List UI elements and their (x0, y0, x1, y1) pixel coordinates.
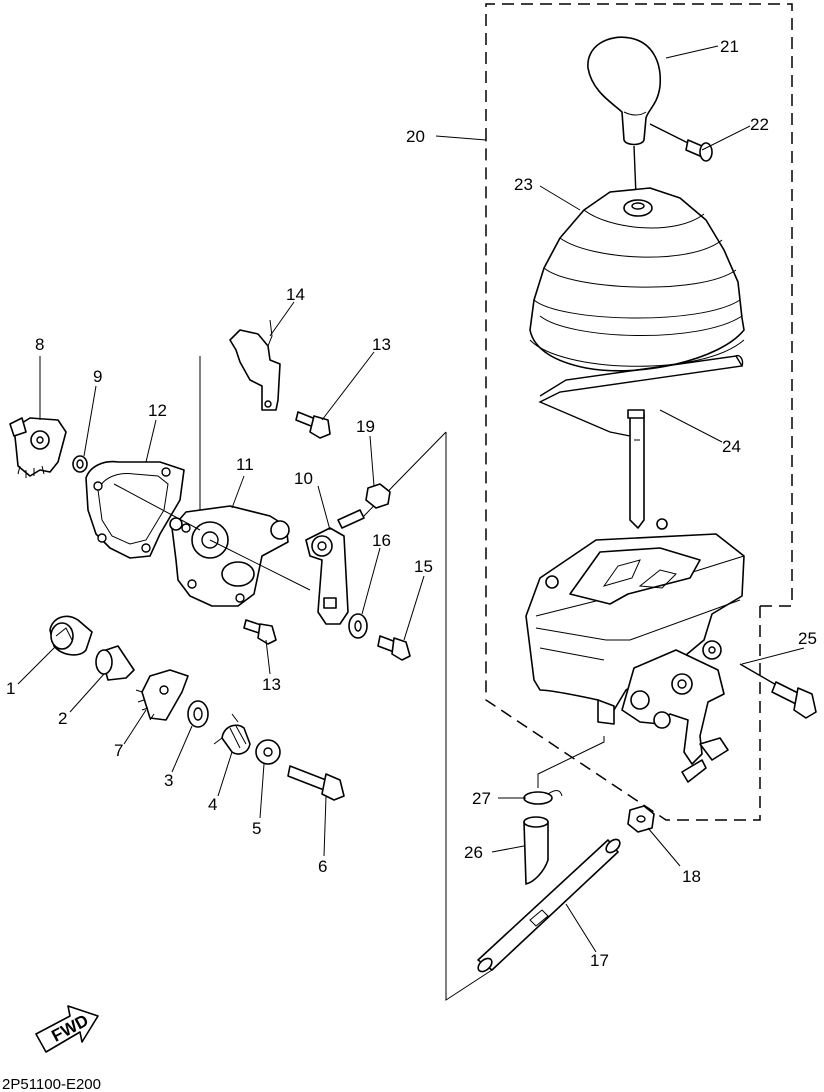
fwd-arrow-icon: FWD (35, 1005, 99, 1053)
callout-8: 8 (35, 335, 44, 354)
callout-13-lower: 13 (262, 675, 281, 694)
callout-3: 3 (164, 771, 173, 790)
part-6-bolt[interactable] (287, 765, 345, 801)
callout-21: 21 (720, 37, 739, 56)
callout-23: 23 (514, 175, 533, 194)
callout-26: 26 (464, 843, 483, 862)
part-11-cover[interactable] (169, 505, 290, 607)
part-13-bolt-lower[interactable] (243, 619, 277, 645)
callout-6: 6 (318, 857, 327, 876)
part-23-rubber-boot[interactable] (529, 187, 745, 372)
callout-11: 11 (236, 455, 254, 474)
part-10-lever[interactable] (305, 509, 365, 625)
callout-25: 25 (798, 629, 817, 648)
callout-27: 27 (472, 789, 491, 808)
part-12-gasket[interactable] (85, 460, 185, 559)
part-1-cap[interactable] (49, 615, 93, 656)
callout-1: 1 (6, 679, 15, 698)
callout-20: 20 (406, 127, 425, 146)
part-21-shift-knob[interactable] (587, 36, 662, 197)
callout-22: 22 (750, 115, 769, 134)
part-18-nut[interactable] (627, 805, 655, 833)
part-9-o-ring[interactable] (72, 455, 88, 473)
callout-17: 17 (590, 951, 609, 970)
part-25-bolt[interactable] (739, 663, 817, 719)
part-3-washer[interactable] (187, 700, 209, 728)
part-7-gear[interactable] (135, 669, 189, 721)
part-13-bolt-upper[interactable] (295, 411, 331, 439)
part-17-shift-rod[interactable] (476, 837, 623, 974)
part-26-sleeve[interactable] (523, 816, 549, 885)
callout-15: 15 (414, 557, 433, 576)
diagram-code: 2P51100-E200 (2, 1076, 101, 1092)
part-24-clip[interactable] (538, 354, 744, 437)
part-4-spring[interactable] (213, 713, 251, 755)
leader-lines (17, 45, 805, 953)
callout-19: 19 (356, 417, 375, 436)
callout-10: 10 (294, 469, 313, 488)
part-5-washer[interactable] (255, 739, 281, 765)
part-16-washer[interactable] (348, 613, 368, 639)
callout-labels: 21 22 20 23 24 25 27 26 18 17 8 9 12 14 … (6, 37, 817, 970)
callout-9: 9 (93, 367, 102, 386)
assembly-boundary-dashed (485, 3, 793, 821)
guide-line-cover (113, 483, 311, 591)
part-15-bolt[interactable] (377, 635, 411, 661)
guide-line-right (445, 432, 493, 1001)
part-2-bush[interactable] (95, 645, 135, 681)
callout-5: 5 (252, 819, 261, 838)
part-22-screw[interactable] (649, 123, 713, 162)
part-27-plate[interactable] (523, 736, 605, 805)
callout-16: 16 (372, 531, 391, 550)
callout-14: 14 (286, 285, 305, 304)
callout-18: 18 (682, 867, 701, 886)
callout-4: 4 (208, 795, 217, 814)
callout-7: 7 (114, 741, 123, 760)
callout-13-upper: 13 (372, 335, 391, 354)
part-8-switch[interactable] (9, 417, 67, 478)
callout-2: 2 (58, 709, 67, 728)
part-19-nut[interactable] (365, 483, 391, 509)
callout-24: 24 (722, 437, 741, 456)
shift-housing[interactable] (525, 518, 745, 783)
callout-12: 12 (148, 401, 167, 420)
shift-lever-rod[interactable] (627, 409, 645, 529)
part-14-bracket[interactable] (229, 319, 281, 411)
